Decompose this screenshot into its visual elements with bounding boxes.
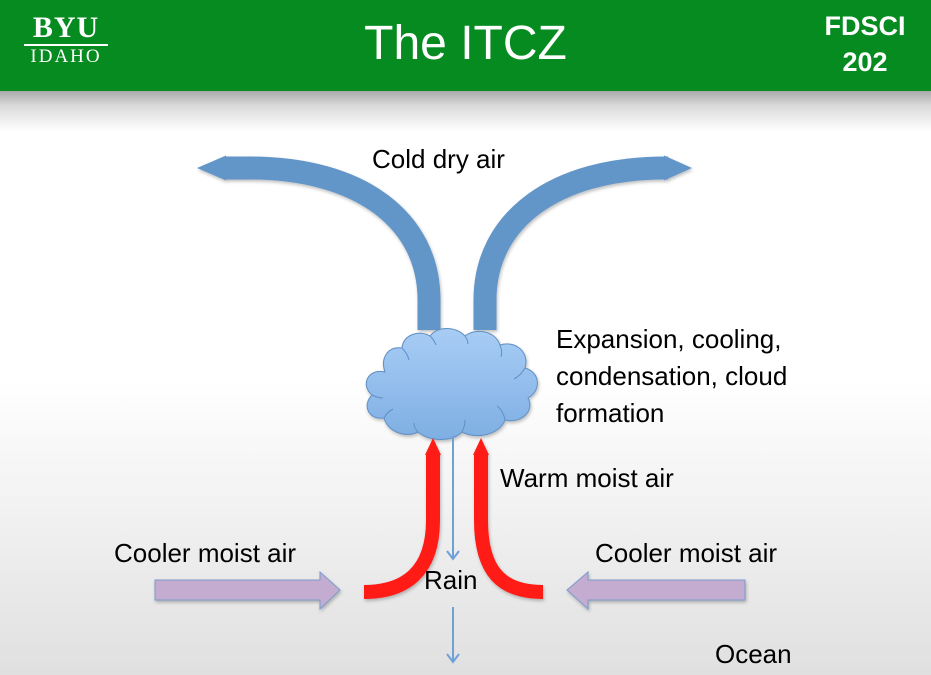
label-ocean: Ocean <box>715 639 792 669</box>
label-cooler-moist-air-left: Cooler moist air <box>114 538 297 568</box>
label-cloud-process-line2: condensation, cloud <box>556 361 788 391</box>
logo-idaho-text: IDAHO <box>30 46 102 67</box>
header-shadow <box>0 91 931 131</box>
logo-byu-text: BYU <box>32 11 100 44</box>
label-rain: Rain <box>424 565 478 595</box>
logo-divider <box>24 44 108 46</box>
cooler-air-right-arrow-icon <box>566 570 746 611</box>
warm-air-left-arrow-icon <box>363 438 441 599</box>
course-code-line1: FDSCI <box>824 11 906 41</box>
cold-air-left-arrow-icon <box>197 155 441 330</box>
cooler-air-left-arrow-icon <box>154 570 341 611</box>
slide-header: BYU IDAHO The ITCZ FDSCI 202 <box>0 0 931 91</box>
label-cold-dry-air: Cold dry air <box>372 144 505 174</box>
course-code-line2: 202 <box>842 47 888 77</box>
rain-arrow-icon <box>446 436 460 561</box>
slide-title: The ITCZ <box>364 17 567 70</box>
label-cloud-process-line1: Expansion, cooling, <box>556 324 782 354</box>
course-code: FDSCI 202 <box>815 8 915 80</box>
rain-into-ocean-arrow-icon <box>446 607 460 664</box>
cloud-icon <box>365 328 538 440</box>
label-cloud-process-line3: formation <box>556 398 665 428</box>
byu-idaho-logo: BYU IDAHO <box>24 11 108 67</box>
label-cooler-moist-air-right: Cooler moist air <box>595 538 778 568</box>
label-warm-moist-air: Warm moist air <box>500 463 674 493</box>
cold-air-right-arrow-icon <box>473 155 692 330</box>
warm-air-right-arrow-icon <box>473 438 544 599</box>
